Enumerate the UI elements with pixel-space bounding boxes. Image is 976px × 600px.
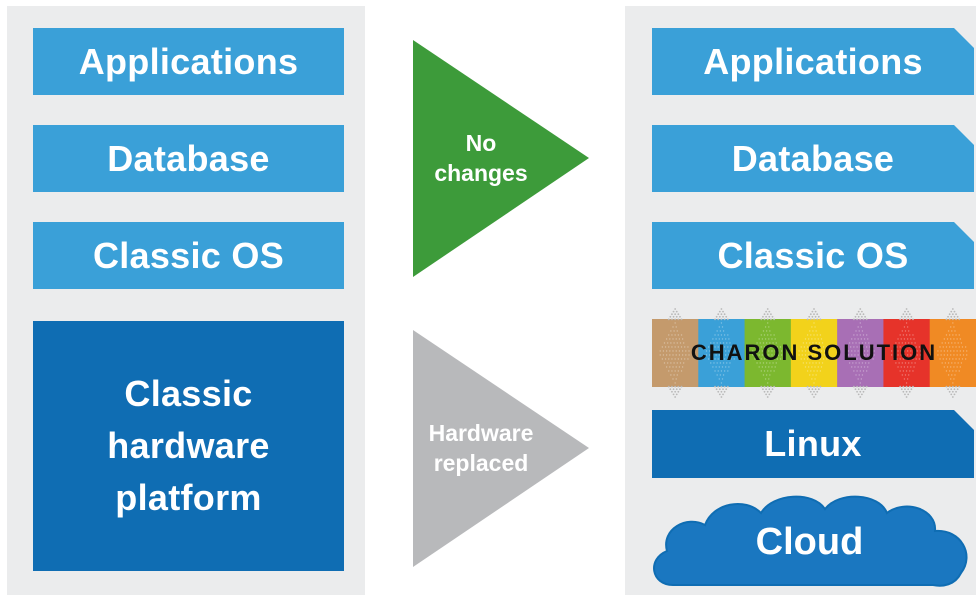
left-hardware-layer: Classic hardware platform [33, 321, 344, 571]
left-database-layer: Database [33, 125, 344, 192]
hardware-replaced-arrow [413, 330, 589, 567]
right-database-label: Database [731, 137, 895, 179]
charon-dot-arrow [798, 308, 829, 398]
hardware-replaced-line1: Hardware [428, 420, 534, 446]
linux-label: Linux [764, 423, 862, 464]
right-database-layer: Database [652, 125, 974, 192]
left-database-label: Database [107, 137, 270, 179]
right-applications-label: Applications [703, 40, 923, 82]
hardware-replaced-text: Hardware replaced [416, 418, 546, 478]
no-changes-text: No changes [416, 128, 546, 188]
no-changes-line1: No [465, 130, 497, 156]
charon-segment [837, 319, 884, 387]
left-classic-os-label: Classic OS [92, 234, 285, 276]
charon-segment [929, 319, 976, 387]
charon-segment [790, 319, 838, 387]
hardware-label-line3: platform [115, 477, 262, 518]
no-changes-arrow [413, 40, 589, 277]
hardware-replaced-line2: replaced [433, 450, 529, 476]
charon-segment [698, 319, 746, 387]
left-classic-os-layer: Classic OS [33, 222, 344, 289]
charon-dot-arrow [752, 308, 783, 398]
charon-dot-arrow [844, 308, 875, 398]
no-changes-line2: changes [434, 160, 528, 186]
right-classic-os-label: Classic OS [717, 234, 909, 276]
right-applications-layer: Applications [652, 28, 974, 95]
charon-solution-label: CHARON SOLUTION [690, 340, 938, 365]
charon-segment [652, 319, 699, 387]
right-classic-os-layer: Classic OS [652, 222, 974, 289]
charon-dot-arrow [937, 308, 968, 398]
cloud-shape [653, 495, 968, 587]
charon-solution-segments [652, 308, 976, 398]
left-applications-label: Applications [78, 40, 299, 82]
hardware-label-line2: hardware [107, 425, 270, 466]
left-applications-layer: Applications [33, 28, 344, 95]
charon-dot-arrow [705, 308, 736, 398]
linux-layer: Linux [652, 410, 974, 478]
cloud-label: Cloud [755, 520, 864, 563]
charon-segment [744, 319, 792, 387]
cloud-layer: Cloud [643, 485, 976, 595]
charon-solution-layer: CHARON SOLUTION [652, 307, 976, 399]
charon-dot-arrow [659, 308, 690, 398]
charon-dot-arrow [890, 308, 922, 398]
hardware-label-line1: Classic [124, 373, 253, 414]
charon-segment [883, 319, 931, 387]
